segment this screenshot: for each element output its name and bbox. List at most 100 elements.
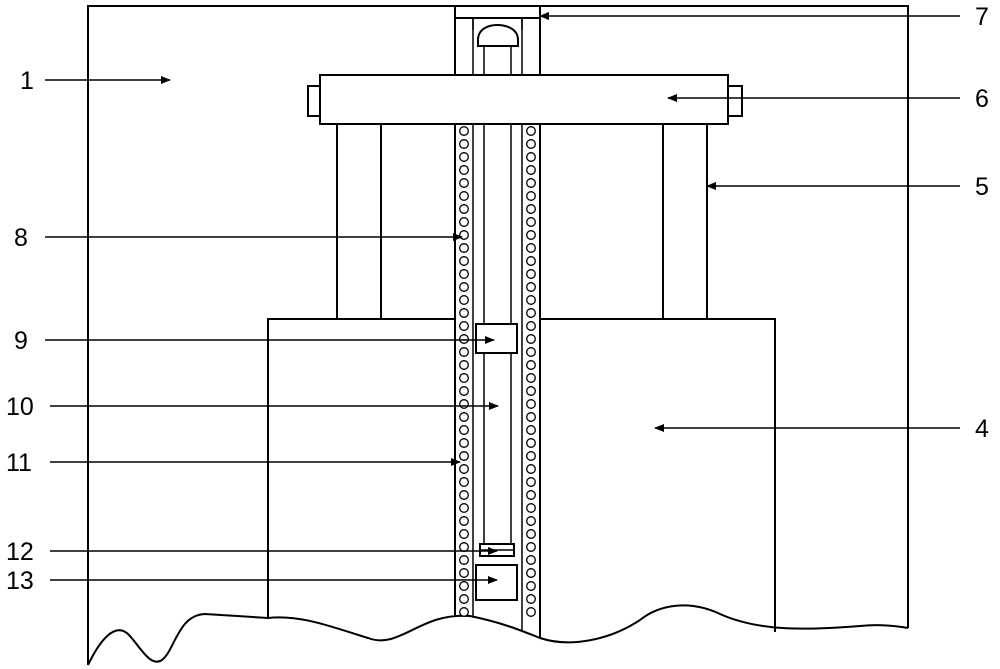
coil-turn <box>459 516 469 526</box>
coil-turn <box>459 542 469 552</box>
coil-turn <box>459 243 469 253</box>
label-5: 5 <box>975 173 989 201</box>
left-column <box>336 123 382 320</box>
coil-turn <box>459 438 469 448</box>
coil-turn <box>459 607 469 617</box>
coil-turn <box>526 204 536 214</box>
coil-turn <box>526 347 536 357</box>
coil-turn <box>526 373 536 383</box>
label-9: 9 <box>14 327 28 355</box>
coil-turn <box>459 321 469 331</box>
label-6: 6 <box>975 85 989 113</box>
coil-turn <box>526 139 536 149</box>
coil-turn <box>526 503 536 513</box>
coil-turn <box>526 451 536 461</box>
coil-turn <box>526 295 536 305</box>
coil-turn <box>526 230 536 240</box>
coil-turn <box>459 464 469 474</box>
coil-turn <box>459 269 469 279</box>
coil-turn <box>526 425 536 435</box>
coil-turn <box>526 490 536 500</box>
coil-turn <box>526 542 536 552</box>
crossbar-right-nut <box>727 85 743 117</box>
coil-turn <box>459 191 469 201</box>
coil-column-left <box>459 126 469 617</box>
coil-turn <box>526 282 536 292</box>
coil-turn <box>459 295 469 305</box>
coil-turn <box>526 126 536 136</box>
coil-turn <box>526 360 536 370</box>
coil-turn <box>526 321 536 331</box>
coil-turn <box>526 529 536 539</box>
label-4: 4 <box>975 415 989 443</box>
crossbar-left-nut <box>307 85 321 117</box>
dome-knob <box>477 23 519 47</box>
label-11: 11 <box>6 449 32 477</box>
coil-turn <box>526 555 536 565</box>
coil-turn <box>459 386 469 396</box>
coil-turn <box>526 178 536 188</box>
bottom-block <box>475 564 518 601</box>
label-8: 8 <box>14 224 28 252</box>
coil-turn <box>459 126 469 136</box>
coil-turn <box>526 243 536 253</box>
coil-turn <box>526 581 536 591</box>
coil-turn <box>526 256 536 266</box>
coil-turn <box>459 347 469 357</box>
coil-turn <box>459 282 469 292</box>
coil-turn <box>459 165 469 175</box>
coil-turn <box>459 568 469 578</box>
coil-turn <box>526 165 536 175</box>
coil-turn <box>526 386 536 396</box>
wavy-break-line <box>87 604 909 666</box>
coil-turn <box>526 308 536 318</box>
coil-turn <box>459 477 469 487</box>
coil-turn <box>526 191 536 201</box>
coil-turn <box>526 399 536 409</box>
coil-turn <box>459 451 469 461</box>
coil-turn <box>459 555 469 565</box>
coil-turn <box>526 438 536 448</box>
coil-turn <box>526 477 536 487</box>
coil-turn <box>459 399 469 409</box>
coil-turn <box>526 412 536 422</box>
coil-turn <box>526 607 536 617</box>
coil-turn <box>459 152 469 162</box>
top-cap <box>454 5 541 19</box>
coil-turn <box>526 464 536 474</box>
coil-turn <box>459 178 469 188</box>
coil-turn <box>459 503 469 513</box>
coil-turn <box>459 217 469 227</box>
coil-turn <box>459 373 469 383</box>
coil-column-right <box>526 126 536 617</box>
lower-block-left <box>267 318 455 618</box>
coil-turn <box>459 490 469 500</box>
coil-turn <box>459 139 469 149</box>
coil-turn <box>526 269 536 279</box>
coil-turn <box>459 412 469 422</box>
top-cap-inner <box>472 18 523 30</box>
coil-turn <box>459 425 469 435</box>
coil-turn <box>459 581 469 591</box>
label-1: 1 <box>20 67 34 95</box>
right-column <box>662 123 708 320</box>
coil-turn <box>526 516 536 526</box>
coil-turn <box>526 217 536 227</box>
coil-turn <box>459 334 469 344</box>
label-10: 10 <box>6 393 34 421</box>
coil-turn <box>459 256 469 266</box>
coil-turn <box>459 594 469 604</box>
label-7: 7 <box>975 3 989 31</box>
lower-block-right <box>540 318 776 632</box>
coil-turn <box>526 568 536 578</box>
coil-turn <box>459 360 469 370</box>
slider-block <box>475 323 518 354</box>
label-12: 12 <box>6 538 34 566</box>
coil-turn <box>459 308 469 318</box>
coil-turn <box>459 230 469 240</box>
coil-turn <box>459 529 469 539</box>
coil-turn <box>526 334 536 344</box>
coil-turn <box>459 204 469 214</box>
coil-turn <box>526 152 536 162</box>
